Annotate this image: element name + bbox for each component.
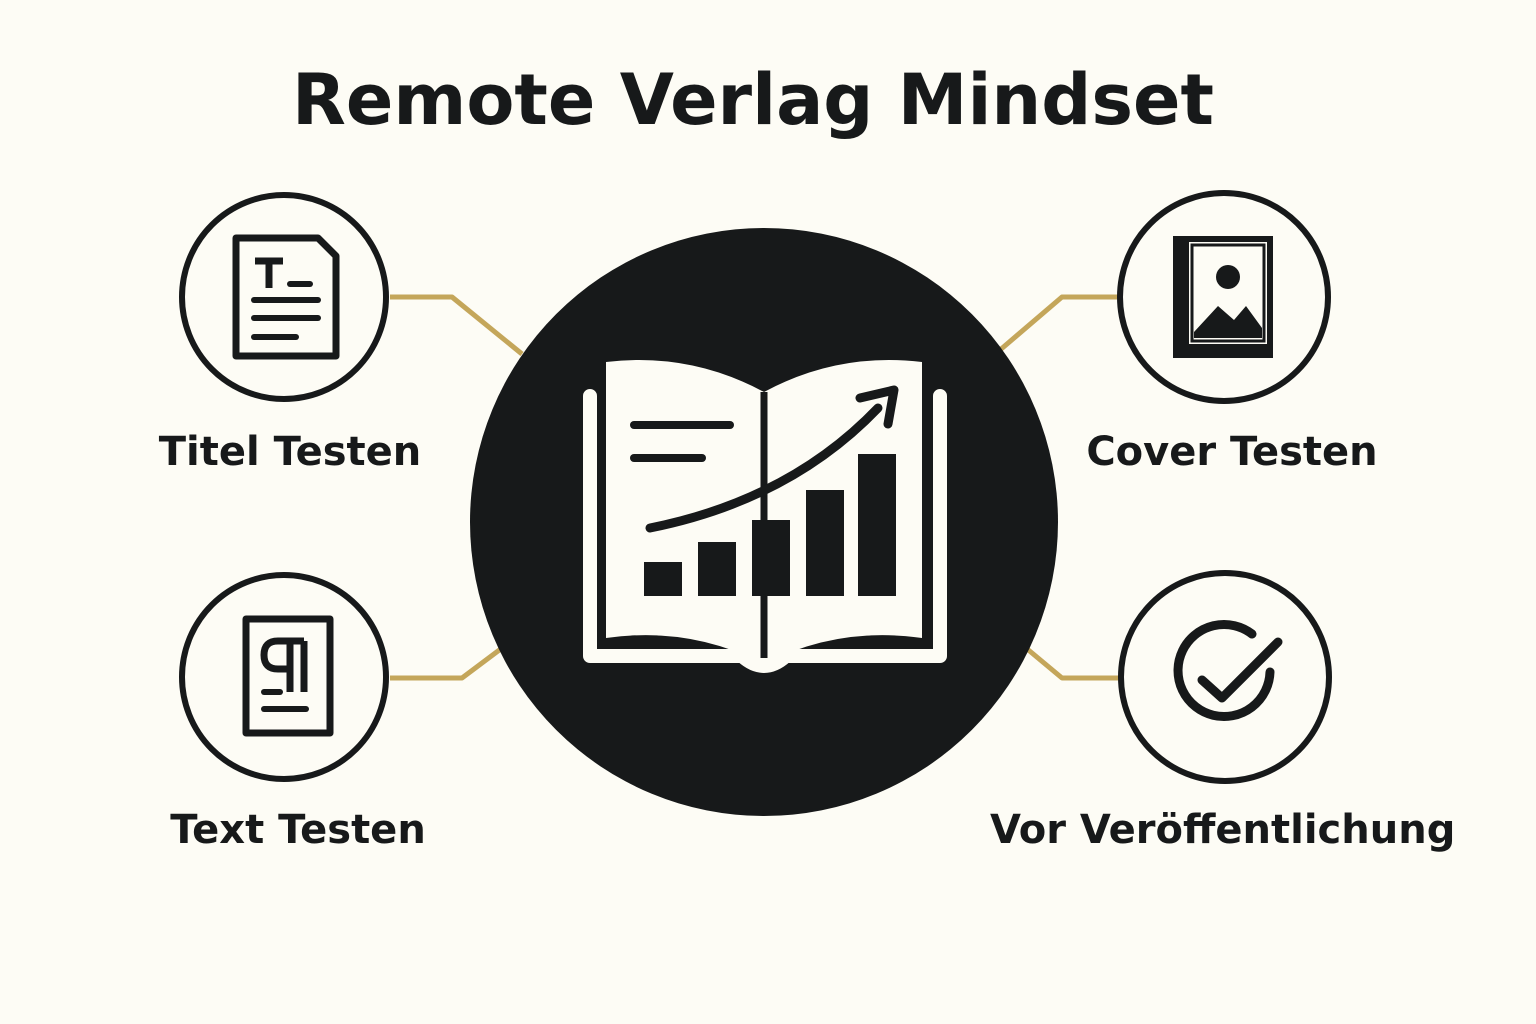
diagram-title: Remote Verlag Mindset bbox=[292, 59, 1214, 141]
label-vor-veroeffentlichung: Vor Veröffentlichung bbox=[990, 807, 1456, 853]
node-vor-veroeffentlichung bbox=[1118, 570, 1332, 784]
connectors bbox=[390, 294, 1120, 681]
connector-text bbox=[390, 646, 504, 681]
node-titel-testen bbox=[179, 192, 389, 402]
label-titel-testen: Titel Testen bbox=[158, 429, 422, 475]
label-cover-testen: Cover Testen bbox=[1086, 429, 1378, 475]
title-document-icon bbox=[232, 234, 340, 360]
book-cover-image-icon bbox=[1173, 236, 1273, 358]
node-text-testen bbox=[179, 572, 389, 782]
connector-titel bbox=[390, 294, 524, 356]
connector-cover bbox=[998, 294, 1120, 352]
checkmark-circle-icon bbox=[1173, 620, 1283, 721]
paragraph-document-icon bbox=[242, 615, 334, 737]
center-hub bbox=[470, 228, 1058, 816]
connector-vor bbox=[1024, 646, 1120, 681]
label-text-testen: Text Testen bbox=[170, 807, 426, 853]
open-book-growth-chart-icon bbox=[583, 360, 947, 673]
node-cover-testen bbox=[1117, 190, 1331, 404]
